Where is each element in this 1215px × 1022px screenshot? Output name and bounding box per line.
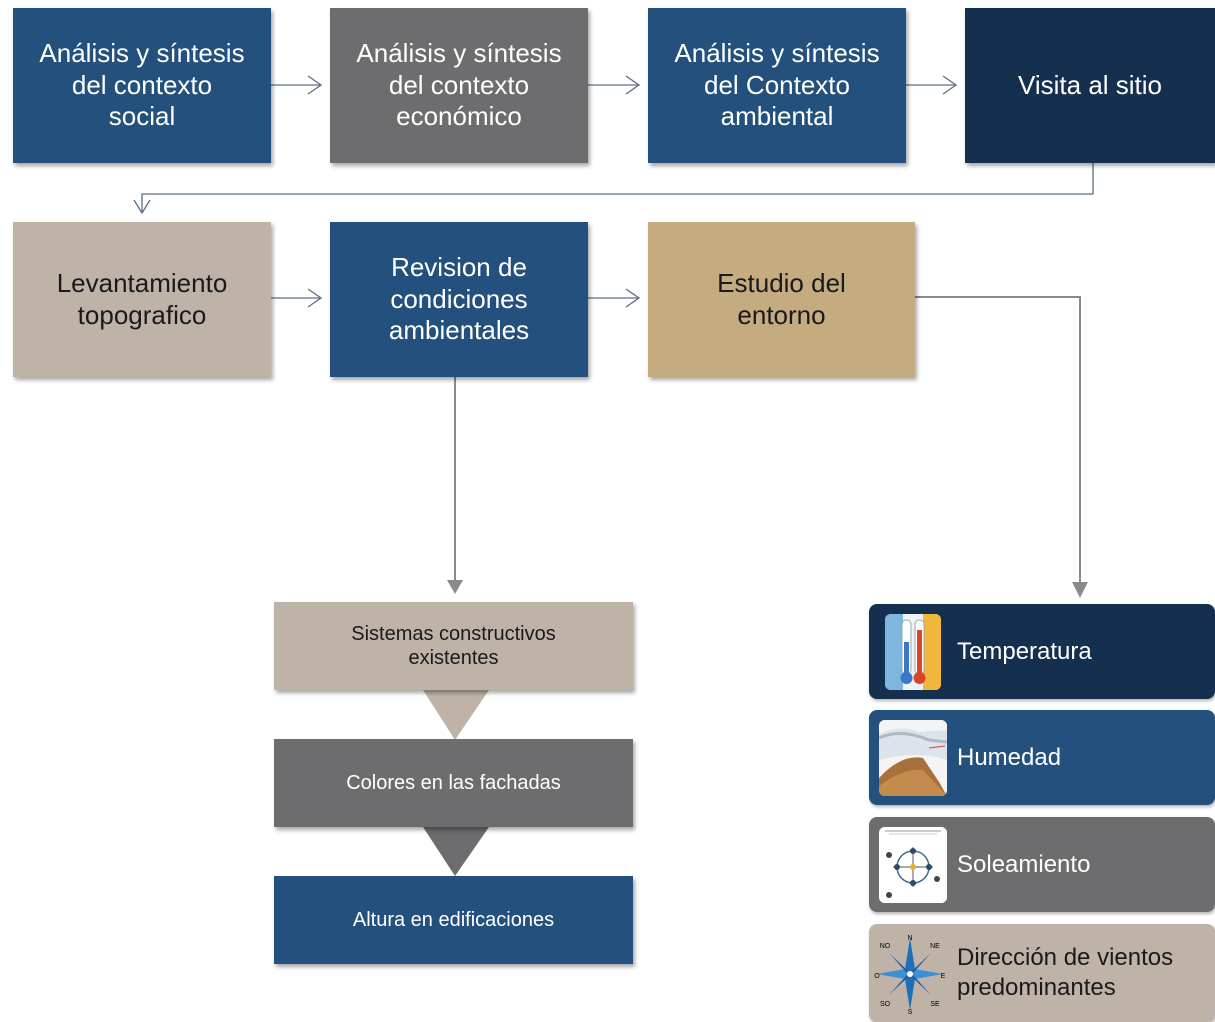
step-visita-sitio: Visita al sitio [965,8,1215,163]
humidity-icon [879,720,947,796]
item-temperatura: Temperatura [869,604,1215,699]
step-contexto-economico: Análisis y síntesis del contexto económi… [330,8,588,163]
step-contexto-ambiental: Análisis y síntesis del Contexto ambient… [648,8,906,163]
item-humedad: Humedad [869,710,1215,805]
step-contexto-social: Análisis y síntesis del contexto social [13,8,271,163]
step-estudio-entorno: Estudio del entorno [648,222,915,377]
compass-rose-icon: N NE NO E O SE SO S [873,934,947,1014]
compass-o-label: O [874,973,880,980]
compass-n-label: N [907,935,912,942]
item-colores-fachadas: Colores en las fachadas [274,739,633,827]
item-soleamiento: Soleamiento [869,817,1215,912]
compass-ne-label: NE [930,943,940,950]
compass-se-label: SE [930,1001,940,1008]
sun-path-icon [879,827,947,903]
compass-no-label: NO [880,943,891,950]
item-label: Dirección de vientos predominantes [957,944,1174,1001]
compass-e-label: E [941,973,946,980]
compass-so-label: SO [880,1001,891,1008]
step-levantamiento: Levantamiento topografico [13,222,271,377]
step-revision-condiciones: Revision de condiciones ambientales [330,222,588,377]
item-altura-edificaciones: Altura en edificaciones [274,876,633,964]
item-label: Soleamiento [957,850,1091,878]
item-label: Temperatura [957,637,1092,665]
item-label: Humedad [957,743,1062,771]
item-direccion-vientos: N NE NO E O SE SO S Dirección de vientos… [869,924,1215,1022]
thermometer-icon [885,614,941,690]
compass-s-label: S [908,1009,913,1014]
item-sistemas-constructivos: Sistemas constructivos existentes [274,602,633,690]
